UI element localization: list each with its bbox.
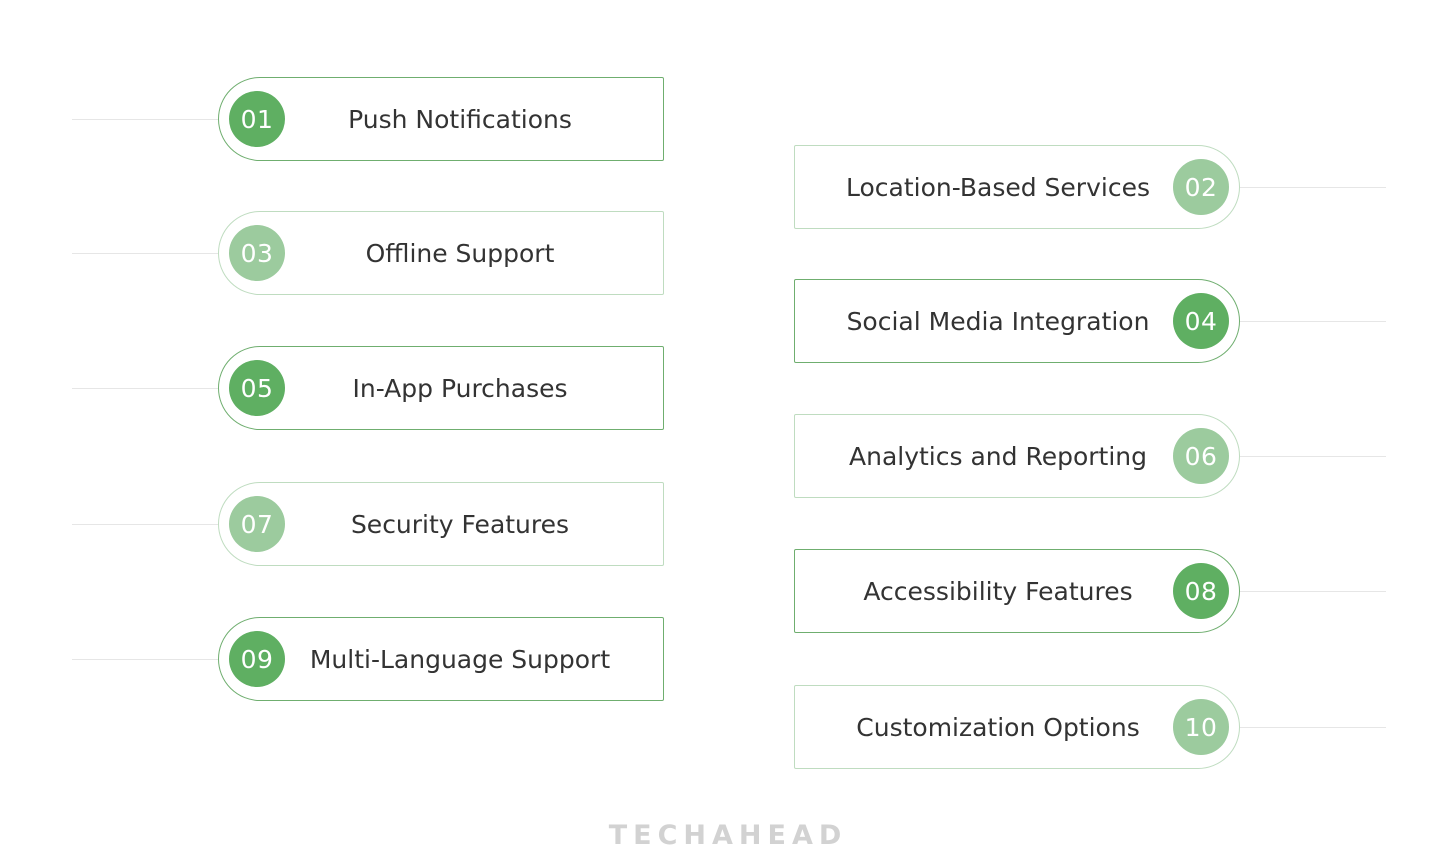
feature-label-07: Security Features: [350, 509, 570, 539]
number-badge-08: 08: [1173, 563, 1229, 619]
number-badge-05: 05: [229, 360, 285, 416]
connector-line-04: [1236, 321, 1386, 322]
connector-line-10: [1236, 727, 1386, 728]
feature-pill-01[interactable]: 01 Push Notifications: [218, 77, 664, 161]
number-badge-03: 03: [229, 225, 285, 281]
feature-label-09: Multi-Language Support: [309, 644, 611, 674]
feature-label-06: Analytics and Reporting: [849, 441, 1147, 471]
connector-line-03: [72, 253, 222, 254]
number-badge-06: 06: [1173, 428, 1229, 484]
feature-pill-07[interactable]: 07 Security Features: [218, 482, 664, 566]
feature-label-02: Location-Based Services: [846, 172, 1150, 202]
connector-line-01: [72, 119, 222, 120]
number-badge-10: 10: [1173, 699, 1229, 755]
watermark-techahead: TECHAHEAD: [608, 820, 848, 851]
feature-pill-03[interactable]: 03 Offline Support: [218, 211, 664, 295]
connector-line-09: [72, 659, 222, 660]
feature-pill-02[interactable]: Location-Based Services 02: [794, 145, 1240, 229]
connector-line-06: [1236, 456, 1386, 457]
feature-label-08: Accessibility Features: [863, 576, 1133, 606]
connector-line-02: [1236, 187, 1386, 188]
feature-label-05: In-App Purchases: [352, 373, 568, 403]
connector-line-08: [1236, 591, 1386, 592]
connector-line-07: [72, 524, 222, 525]
number-badge-04: 04: [1173, 293, 1229, 349]
number-badge-02: 02: [1173, 159, 1229, 215]
feature-label-03: Offline Support: [365, 238, 555, 268]
number-badge-07: 07: [229, 496, 285, 552]
number-badge-01: 01: [229, 91, 285, 147]
number-badge-09: 09: [229, 631, 285, 687]
feature-label-10: Customization Options: [856, 712, 1140, 742]
feature-pill-04[interactable]: Social Media Integration 04: [794, 279, 1240, 363]
feature-pill-05[interactable]: 05 In-App Purchases: [218, 346, 664, 430]
feature-pill-08[interactable]: Accessibility Features 08: [794, 549, 1240, 633]
feature-label-01: Push Notifications: [348, 104, 572, 134]
connector-line-05: [72, 388, 222, 389]
feature-pill-09[interactable]: 09 Multi-Language Support: [218, 617, 664, 701]
feature-pill-06[interactable]: Analytics and Reporting 06: [794, 414, 1240, 498]
feature-label-04: Social Media Integration: [846, 306, 1150, 336]
feature-pill-10[interactable]: Customization Options 10: [794, 685, 1240, 769]
